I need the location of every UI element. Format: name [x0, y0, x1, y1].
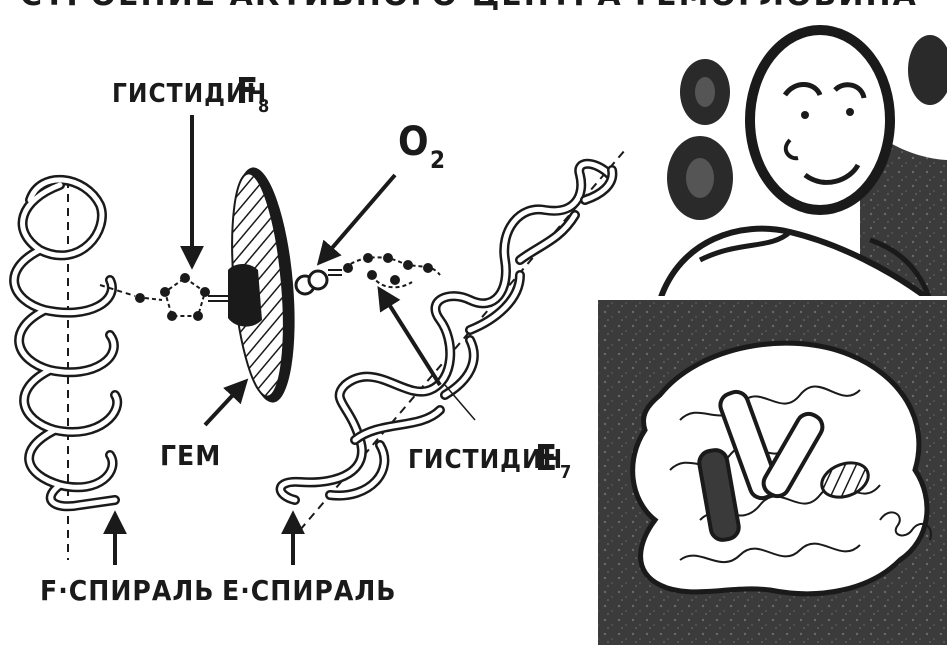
histidine-f8-residue [100, 273, 228, 321]
hemoglobin-inset [598, 298, 947, 645]
cartoon-panel [660, 30, 947, 300]
label-histidine-e7-index: 7 [560, 462, 572, 483]
label-f-helix: F·СПИРАЛЬ [40, 574, 215, 607]
arrow-o2 [320, 175, 395, 262]
histidine-e7-residue [328, 253, 440, 287]
label-o2-index: 2 [430, 146, 446, 174]
f-helix [14, 180, 117, 560]
arrow-histidine-e7 [380, 290, 440, 385]
label-histidine-f8-index: 8 [258, 96, 270, 117]
label-o2-letter: O [398, 119, 430, 165]
label-histidine-f8-letter: F [236, 71, 259, 112]
label-heme: ГЕМ [160, 439, 221, 472]
heme-disk [223, 165, 303, 405]
arrow-heme [205, 382, 245, 425]
label-e-helix: E·СПИРАЛЬ [222, 574, 397, 607]
label-histidine-e7-letter: E [535, 438, 558, 479]
diagram-labels: ГИСТИДИН F 8 O 2 ГЕМ ГИСТИДИН E 7 F·СПИР… [40, 71, 572, 607]
oxygen-molecule [296, 271, 327, 294]
blood-cell [908, 35, 947, 105]
